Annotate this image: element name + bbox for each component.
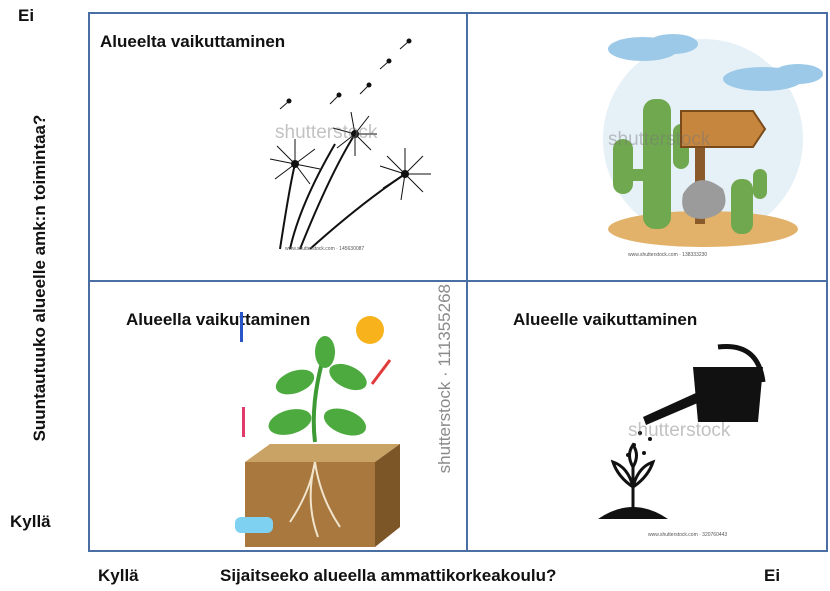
vertical-divider (466, 14, 468, 550)
x-axis-title: Sijaitseeko alueella ammattikorkeakoulu? (220, 566, 557, 585)
quadrant-grid: Alueelta vaikuttaminen (88, 12, 828, 552)
quadrant-label: Alueelta vaikuttaminen (100, 32, 286, 51)
watermark: shutterstock (275, 122, 378, 143)
y-axis-top-label: Ei (18, 6, 35, 25)
plant-growth-icon (235, 312, 400, 547)
image-credit: www.shutterstock.com · 320760443 (648, 532, 728, 538)
horizontal-divider (90, 280, 826, 282)
cactus-signpost-icon (603, 34, 823, 247)
quadrant-label: Alueella vaikuttaminen (126, 310, 311, 329)
quadrant-label: Alueelle vaikuttaminen (513, 310, 698, 329)
watermark: shutterstock (628, 420, 731, 441)
watermark: shutterstock · 1113552​68 (435, 284, 454, 474)
watermark: shutterstock (608, 129, 711, 150)
quadrant-top-right: shutterstock www.shutterstock.com · 1383… (468, 14, 826, 280)
y-axis-bottom-label: Kyllä (10, 512, 51, 531)
quadrant-bottom-right: Alueelle vaikuttaminen shutterstock www.… (468, 282, 826, 550)
dandelion-icon (269, 38, 431, 250)
x-axis-left-label: Kyllä (98, 566, 139, 585)
y-axis-title: Suuntautuuko alueelle amk:n toimintaa? (30, 114, 49, 442)
image-credit: www.shutterstock.com · 145630087 (285, 246, 365, 252)
watering-can-icon (598, 343, 766, 519)
quadrant-top-left: Alueelta vaikuttaminen (90, 14, 466, 280)
image-credit: www.shutterstock.com · 138333230 (628, 252, 708, 258)
quadrant-bottom-left: Alueella vaikuttaminen shutterstock · 11… (90, 282, 466, 550)
x-axis-right-label: Ei (764, 566, 781, 585)
